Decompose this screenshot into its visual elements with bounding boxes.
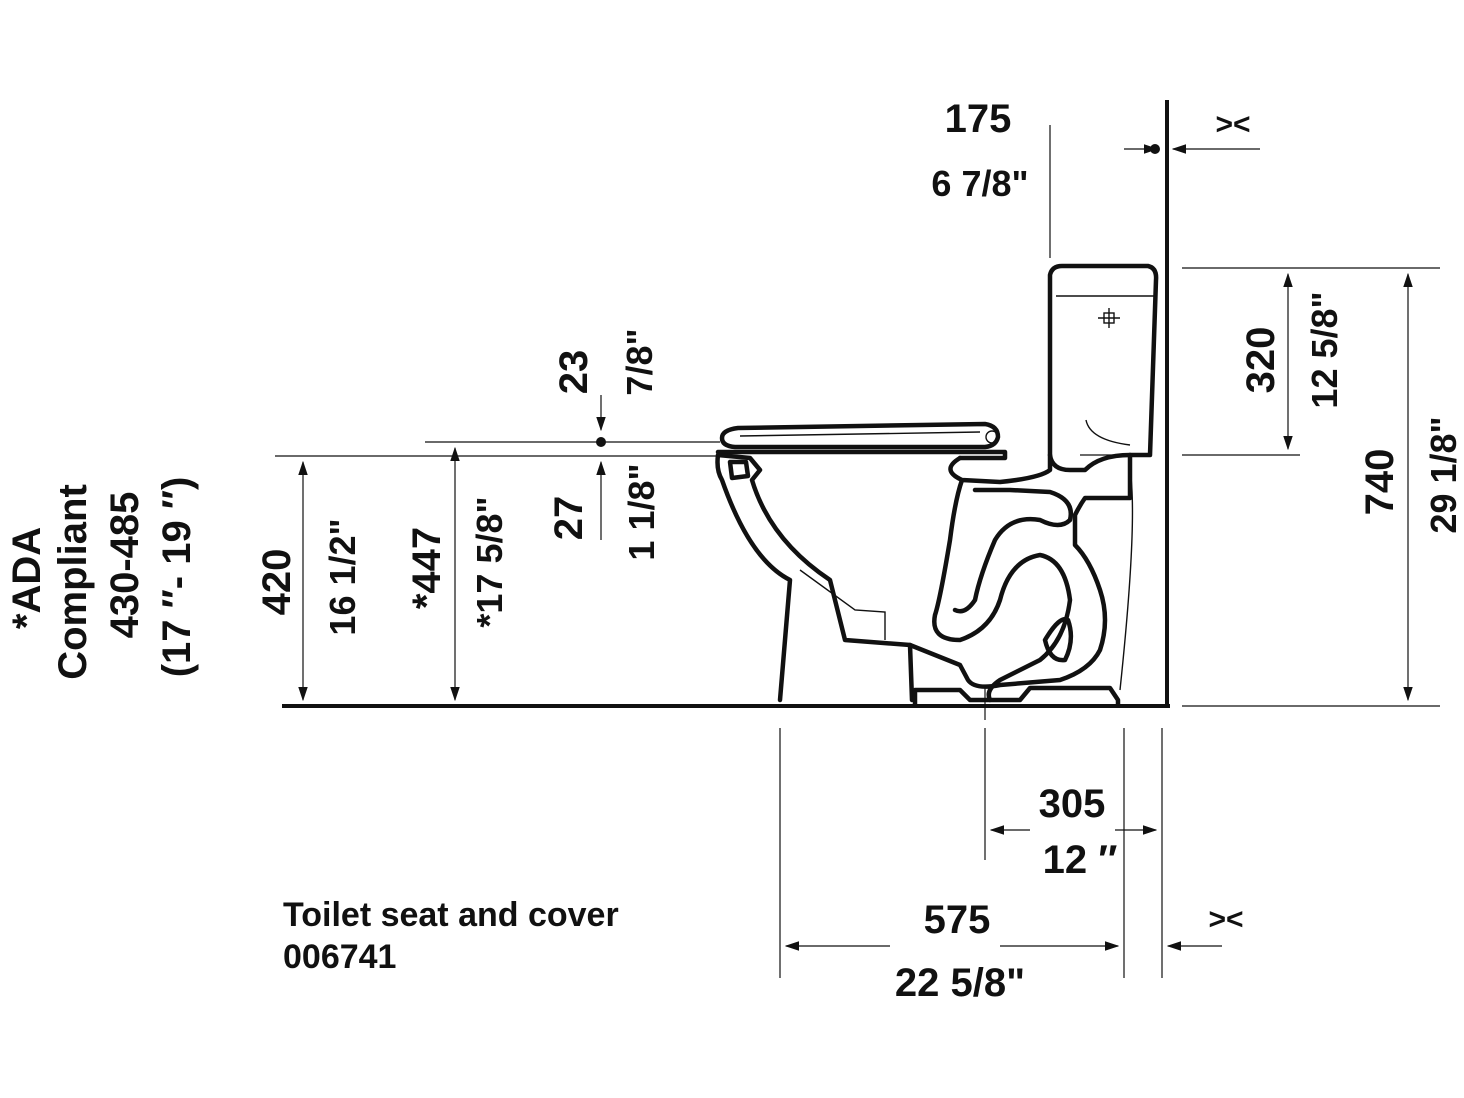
dim-27-in: 1 1/8" [621, 463, 662, 560]
dim-175-mm: 175 [945, 97, 1012, 141]
wall-marker-bottom: >< [1208, 903, 1243, 936]
wall-marker-top: >< [1215, 108, 1250, 141]
seat-note-line2: 006741 [283, 938, 396, 976]
dim-420-in: 16 1/2" [322, 518, 363, 635]
dim-305-mm: 305 [1039, 782, 1106, 826]
dim-320-mm: 320 [1239, 327, 1283, 394]
dim-27-mm: 27 [547, 496, 591, 541]
flush-button-icon [1098, 308, 1120, 328]
bottom-extension-lines [779, 686, 1163, 978]
dim-420: 420 16 1/2" [255, 460, 363, 702]
dim-740: 740 29 1/8" [1358, 272, 1464, 702]
ada-line1: *ADA [5, 527, 49, 629]
dim-175-in: 6 7/8" [931, 163, 1028, 204]
dim-320: 320 12 5/8" [1239, 272, 1345, 451]
ada-note: *ADA Compliant 430-485 (17 ″- 19 ″) [5, 477, 199, 680]
dim-575: 575 22 5/8" >< [784, 898, 1244, 1005]
dim-447: *447 *17 5/8" [405, 446, 510, 702]
dim-420-mm: 420 [255, 549, 299, 616]
extension-lines [275, 267, 1440, 707]
base [912, 685, 1121, 707]
seat [715, 449, 1008, 461]
dim-175: 175 6 7/8" >< [931, 97, 1260, 258]
dim-740-mm: 740 [1358, 449, 1402, 516]
dim-23-in: 7/8" [619, 328, 660, 395]
bowl-front-inner [727, 459, 751, 481]
bowl [715, 452, 915, 703]
dim-740-in: 29 1/8" [1423, 416, 1464, 533]
dim-320-in: 12 5/8" [1304, 291, 1345, 408]
seat-note-line1: Toilet seat and cover [283, 896, 619, 934]
ada-line2: Compliant [51, 484, 95, 680]
dim-23-27: 23 7/8" 27 1 1/8" [547, 328, 662, 560]
trap-lower [907, 452, 1133, 689]
dim-447-mm: *447 [405, 527, 449, 609]
ada-line3: 430-485 [103, 492, 147, 639]
ada-line4: (17 ″- 19 ″) [155, 477, 199, 678]
dim-305-in: 12 ″ [1043, 838, 1118, 882]
seat-note: Toilet seat and cover 006741 [283, 896, 619, 976]
dim-305: 305 12 ″ [989, 782, 1158, 882]
tank [1047, 263, 1159, 473]
toilet-side-view [715, 263, 1159, 707]
trap-pocket [1042, 616, 1074, 663]
dim-575-mm: 575 [924, 898, 991, 942]
floor-and-wall [282, 100, 1170, 708]
dim-447-in: *17 5/8" [469, 496, 510, 627]
dim-23-mm: 23 [552, 350, 596, 395]
dim-575-in: 22 5/8" [895, 961, 1025, 1005]
